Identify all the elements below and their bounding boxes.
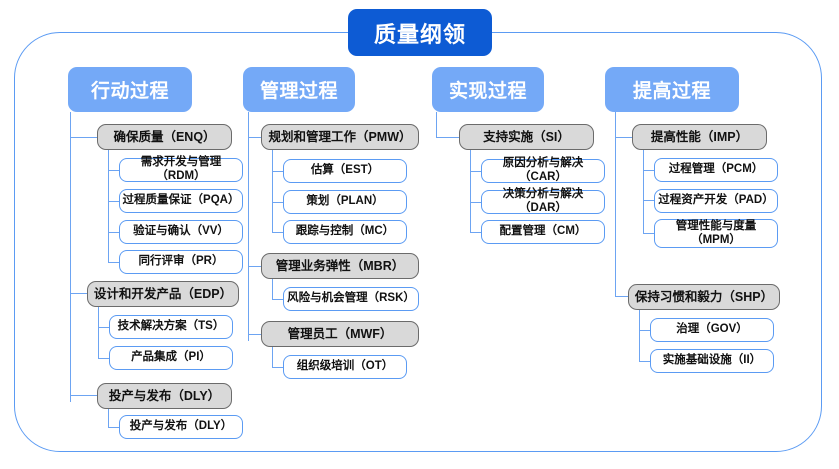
connector-stub-c2-g3 [248,334,262,336]
connector-branch-mbr [272,279,274,300]
connector-stub-c3-g1 [436,137,460,139]
category-box-enq[interactable]: 确保质量（ENQ） [97,124,232,150]
connector-branch-si [470,150,472,233]
leaf-box-ot[interactable]: 组织级培训（OT） [283,355,407,379]
diagram-title: 质量纲领 [348,9,492,56]
connector-stub-c2-g1 [248,137,262,139]
category-box-edp[interactable]: 设计和开发产品（EDP） [87,281,239,307]
connector-branch-imp [643,150,645,234]
connector-spine-4 [615,112,617,297]
leaf-box-mc[interactable]: 跟踪与控制（MC） [283,220,407,244]
connector-leaf-ot [272,367,284,369]
category-box-shp[interactable]: 保持习惯和毅力（SHP） [628,284,780,310]
connector-leaf-rdm [108,170,120,172]
column-header-1[interactable]: 行动过程 [68,67,192,112]
category-box-si[interactable]: 支持实施（SI） [459,124,594,150]
connector-leaf-rsk [272,299,284,301]
connector-leaf-plan [272,202,284,204]
category-box-pmw[interactable]: 规划和管理工作（PMW） [261,124,419,150]
category-box-imp[interactable]: 提高性能（IMP） [632,124,767,150]
leaf-box-gov[interactable]: 治理（GOV） [650,318,774,342]
connector-leaf-cm [470,232,482,234]
leaf-box-dar[interactable]: 决策分析与解决（DAR） [481,188,605,214]
leaf-box-pad[interactable]: 过程资产开发（PAD） [654,189,778,213]
column-header-2[interactable]: 管理过程 [243,67,355,112]
leaf-box-vv[interactable]: 验证与确认（VV） [119,220,243,244]
connector-leaf-pad [643,200,655,202]
connector-stub-c1-g3 [70,395,98,397]
connector-leaf-pcm [643,170,655,172]
connector-leaf-pi [98,358,110,360]
connector-leaf-dar [470,202,482,204]
connector-branch-pmw [272,150,274,233]
column-header-4[interactable]: 提高过程 [605,67,739,112]
connector-branch-dly [108,409,110,428]
connector-leaf-pr [108,262,120,264]
connector-spine-1 [70,112,72,402]
category-box-mwf[interactable]: 管理员工（MWF） [261,321,419,347]
leaf-box-ii[interactable]: 实施基础设施（II） [650,349,774,373]
connector-stub-c1-g2 [70,293,88,295]
leaf-box-dly[interactable]: 投产与发布（DLY） [119,415,243,439]
connector-leaf-pqa [108,201,120,203]
connector-leaf-gov [639,330,651,332]
connector-branch-mwf [272,347,274,368]
connector-leaf-mc [272,232,284,234]
connector-leaf-dly [108,427,120,429]
connector-leaf-car [470,171,482,173]
connector-branch-edp [98,307,100,359]
connector-stub-c4-g1 [615,137,633,139]
connector-leaf-est [272,171,284,173]
leaf-box-car[interactable]: 原因分析与解决（CAR） [481,157,605,183]
category-box-mbr[interactable]: 管理业务弹性（MBR） [261,253,419,279]
leaf-box-rdm[interactable]: 需求开发与管理（RDM） [119,156,243,182]
leaf-box-pi[interactable]: 产品集成（PI） [109,346,233,370]
connector-leaf-vv [108,232,120,234]
column-header-3[interactable]: 实现过程 [432,67,544,112]
connector-spine-3 [436,112,438,138]
connector-branch-enq [108,150,110,263]
leaf-box-cm[interactable]: 配置管理（CM） [481,220,605,244]
connector-leaf-mpm [643,233,655,235]
connector-leaf-ts [98,327,110,329]
leaf-box-plan[interactable]: 策划（PLAN） [283,190,407,214]
connector-stub-c1-g1 [70,137,98,139]
leaf-box-pcm[interactable]: 过程管理（PCM） [654,158,778,182]
leaf-box-pr[interactable]: 同行评审（PR） [119,250,243,274]
leaf-box-mpm[interactable]: 管理性能与度量（MPM） [654,219,778,248]
connector-leaf-ii [639,361,651,363]
connector-spine-2 [248,112,250,341]
connector-branch-shp [639,310,641,362]
connector-stub-c4-g2 [615,296,629,298]
leaf-box-rsk[interactable]: 风险与机会管理（RSK） [283,287,419,311]
leaf-box-ts[interactable]: 技术解决方案（TS） [109,315,233,339]
leaf-box-pqa[interactable]: 过程质量保证（PQA） [119,189,243,213]
leaf-box-est[interactable]: 估算（EST） [283,159,407,183]
connector-stub-c2-g2 [248,266,262,268]
category-box-dly[interactable]: 投产与发布（DLY） [97,383,232,409]
